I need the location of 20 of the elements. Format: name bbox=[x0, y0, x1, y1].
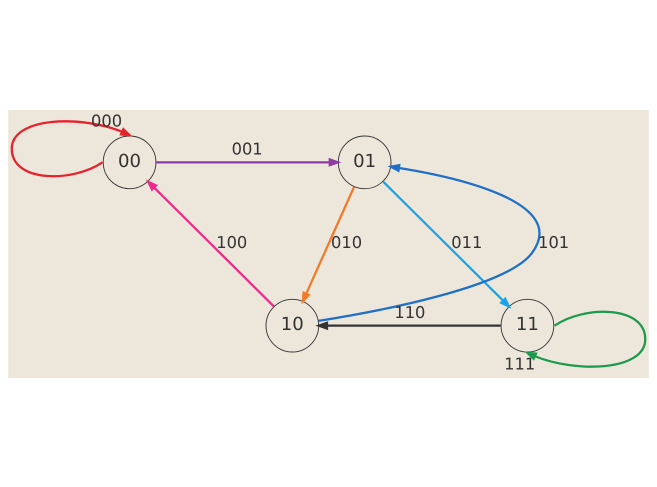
edge-label: 011 bbox=[451, 232, 482, 252]
edge-label: 010 bbox=[331, 232, 362, 252]
node-circle: 11 bbox=[500, 298, 554, 352]
arrow bbox=[156, 157, 342, 166]
edge-label: 000 bbox=[91, 111, 122, 130]
node-circle: 10 bbox=[266, 298, 320, 352]
edge-label: 001 bbox=[232, 139, 263, 158]
arrow bbox=[315, 320, 501, 330]
arrow bbox=[524, 310, 646, 368]
edge-label: 110 bbox=[394, 302, 426, 322]
arrow bbox=[318, 163, 540, 322]
edge-label: 101 bbox=[538, 232, 570, 252]
edge-label: 111 bbox=[504, 354, 536, 373]
node-circle: 01 bbox=[338, 135, 392, 189]
arrow bbox=[301, 186, 356, 304]
edge-label: 100 bbox=[216, 232, 248, 252]
arrow bbox=[10, 120, 133, 177]
arrow bbox=[146, 178, 275, 307]
node-circle: 00 bbox=[102, 135, 156, 189]
arrow bbox=[382, 180, 512, 308]
